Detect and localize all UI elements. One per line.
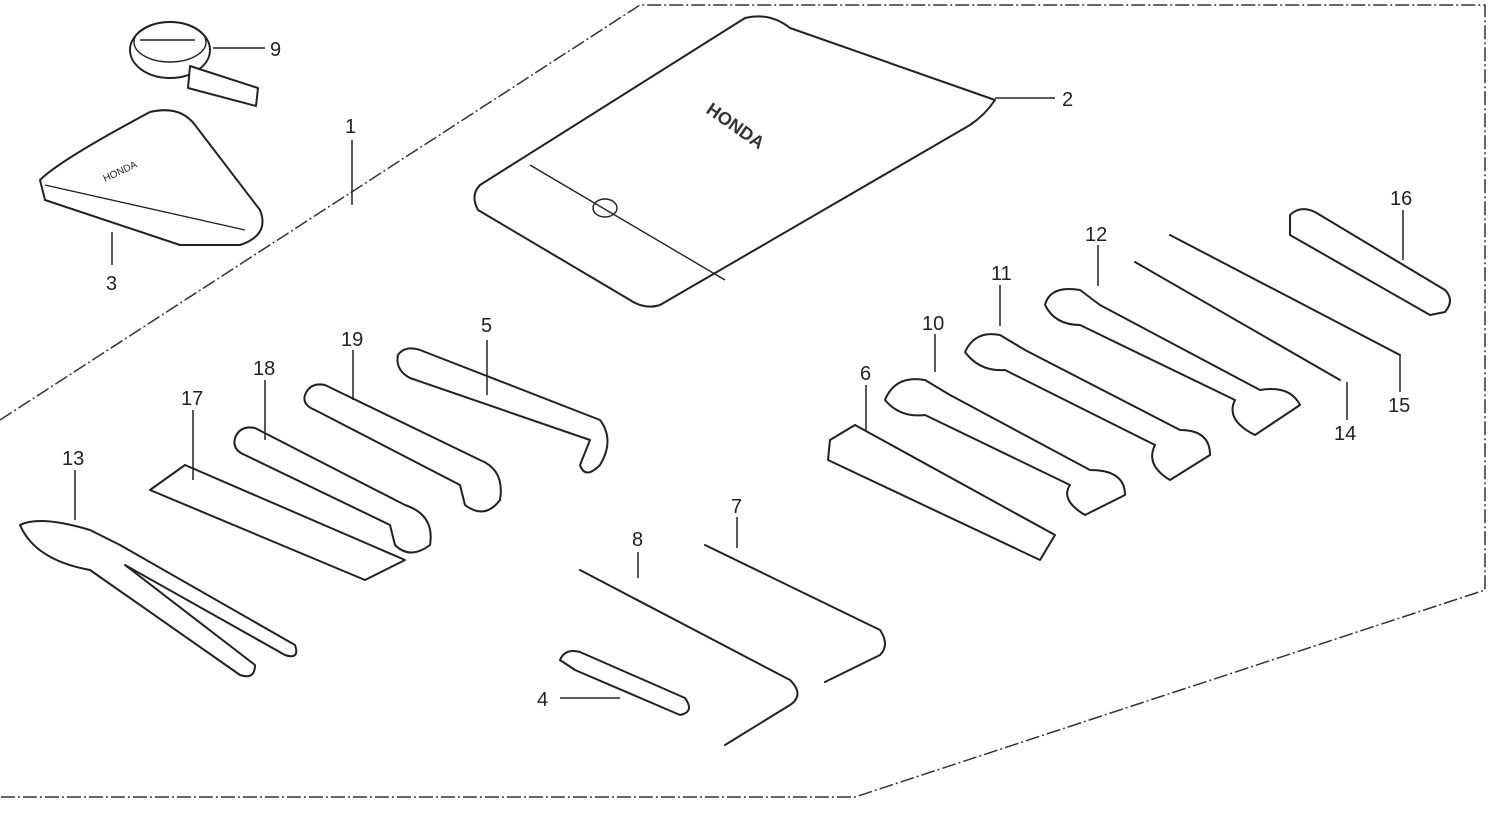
part-18-ring-wrench [233, 426, 432, 554]
callout-6: 6 [860, 363, 871, 385]
part-7-hex-key [704, 544, 886, 683]
part-4-tag [559, 650, 690, 716]
part-12-wrench [1044, 288, 1301, 436]
callout-1: 1 [345, 116, 356, 138]
callout-18: 18 [253, 358, 275, 380]
part-3-pouch: HONDA [39, 109, 264, 246]
callout-4: 4 [537, 689, 548, 711]
callout-11: 11 [991, 263, 1012, 285]
part-11-wrench [964, 333, 1211, 481]
callout-7: 7 [731, 496, 742, 518]
callout-3: 3 [106, 273, 117, 295]
leader-lines [74, 47, 1404, 699]
callout-12: 12 [1085, 224, 1107, 246]
part-17-flat-bar [149, 464, 406, 581]
callout-16: 16 [1390, 188, 1412, 210]
callout-9: 9 [270, 39, 281, 61]
part-10-wrench [884, 378, 1126, 516]
callout-19: 19 [341, 329, 363, 351]
callout-13: 13 [62, 448, 84, 470]
callout-2: 2 [1062, 89, 1073, 111]
part-2-tool-roll: HONDA [473, 15, 996, 308]
kit-boundary [0, 4, 1486, 798]
callout-14: 14 [1334, 423, 1356, 445]
callout-8: 8 [632, 529, 643, 551]
part-19-ring-wrench [303, 383, 502, 513]
part-13-pliers [19, 520, 298, 678]
part-9-gauge [129, 21, 259, 107]
part-16-screwdriver-handle [1289, 208, 1451, 316]
part-5-hook-wrench [396, 347, 609, 474]
callout-15: 15 [1388, 395, 1410, 417]
part-14-screwdriver-bit [1134, 261, 1341, 381]
callout-17: 17 [181, 388, 203, 410]
callout-10: 10 [922, 313, 944, 335]
part-6-socket-wrench [827, 424, 1056, 561]
part-15-screwdriver-bit [1169, 234, 1401, 356]
callout-5: 5 [481, 315, 492, 337]
part-8-hex-key [579, 569, 799, 746]
